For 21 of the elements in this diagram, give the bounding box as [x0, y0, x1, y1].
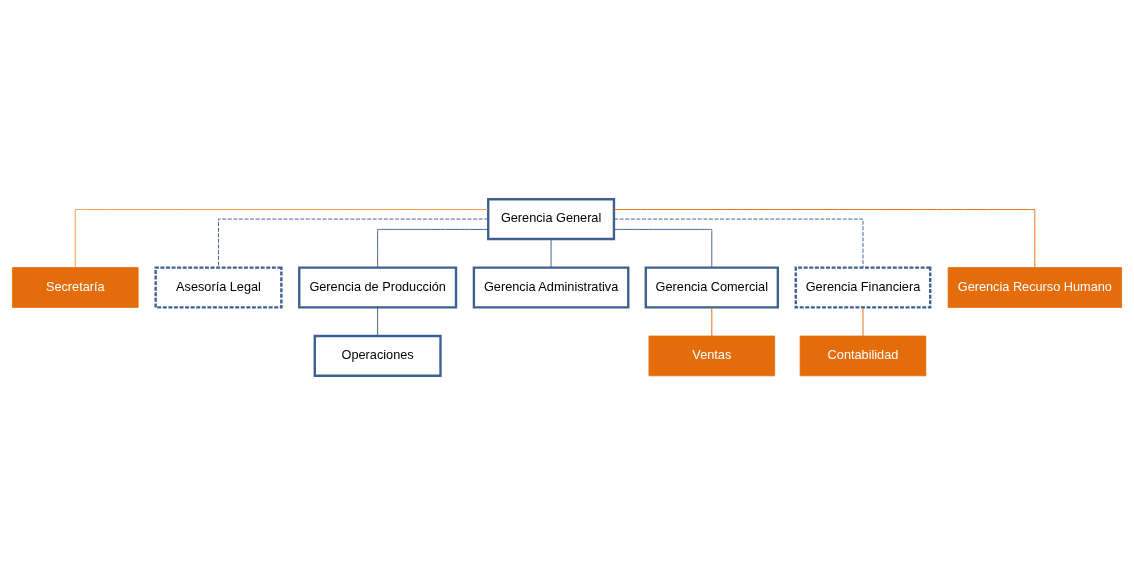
node-box: Contabilidad — [799, 335, 927, 376]
connector — [377, 306, 379, 336]
node-box: Gerencia General — [487, 197, 616, 240]
connector — [613, 218, 864, 268]
node-box: Gerencia Administrativa — [472, 265, 630, 309]
connector — [550, 238, 552, 268]
connector — [711, 306, 713, 336]
node-box: Secretaría — [12, 266, 139, 308]
connector — [218, 218, 489, 268]
node-box: Gerencia de Producción — [298, 265, 458, 309]
node-box: Gerencia Financiera — [794, 265, 932, 309]
node-box: Operaciones — [313, 334, 442, 377]
connector — [862, 306, 864, 336]
connector — [613, 228, 713, 268]
node-box: Asesoría Legal — [154, 265, 283, 309]
connector — [613, 208, 1036, 268]
node-box: Gerencia Recurso Humano — [947, 266, 1122, 308]
connector — [74, 208, 489, 268]
node-box: Gerencia Comercial — [644, 265, 780, 309]
connector — [377, 228, 489, 268]
node-box: Ventas — [648, 335, 776, 376]
